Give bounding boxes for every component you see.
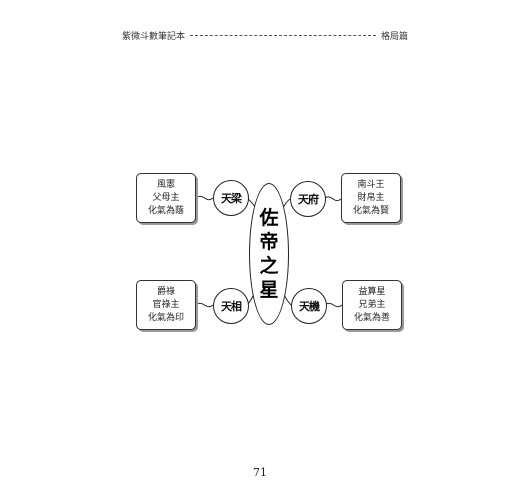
info-line: 風憲 bbox=[156, 179, 175, 190]
info-box-tianxiang: 爵祿 官祿主 化氣為印 bbox=[136, 280, 196, 330]
info-line: 化氣為善 bbox=[353, 312, 390, 323]
center-label: 佐帝之星 bbox=[259, 206, 278, 302]
info-line: 兄弟主 bbox=[358, 299, 386, 310]
center-label-char: 之 bbox=[259, 255, 279, 277]
center-label-char: 星 bbox=[259, 279, 279, 301]
connector-tianfu-box bbox=[323, 196, 342, 202]
info-line: 父母主 bbox=[152, 192, 180, 203]
connector-box-tiansliang bbox=[195, 195, 214, 201]
star-node-tianji: 天機 bbox=[291, 288, 327, 324]
info-box-tianfu: 南斗王 財帛主 化氣為賢 bbox=[341, 173, 401, 223]
star-node-tianxiang: 天相 bbox=[213, 288, 249, 324]
star-node-tiansliang: 天梁 bbox=[213, 180, 249, 216]
center-label-char: 佐 bbox=[259, 207, 279, 229]
info-line: 化氣為蔭 bbox=[147, 205, 184, 216]
info-line: 財帛主 bbox=[357, 192, 385, 203]
header-rule bbox=[190, 34, 376, 36]
info-line: 化氣為賢 bbox=[352, 205, 389, 216]
page-number: 71 bbox=[253, 466, 267, 479]
connector-box-tianxiang bbox=[195, 302, 214, 308]
info-box-tianji: 益算星 兄弟主 化氣為善 bbox=[342, 280, 402, 330]
star-node-tianfu: 天府 bbox=[290, 181, 326, 217]
info-line: 益算星 bbox=[358, 286, 386, 297]
section-title: 格局篇 bbox=[380, 31, 408, 42]
connector-tianji-box bbox=[324, 302, 343, 308]
info-line: 爵祿 bbox=[156, 286, 175, 297]
info-line: 南斗王 bbox=[357, 179, 385, 190]
info-line: 化氣為印 bbox=[147, 312, 184, 323]
center-label-char: 帝 bbox=[259, 231, 279, 253]
center-ellipse: 佐帝之星 bbox=[249, 183, 289, 325]
running-header: 紫微斗數筆記本 格局篇 bbox=[122, 27, 408, 43]
book-title: 紫微斗數筆記本 bbox=[122, 31, 186, 42]
info-box-tiansliang: 風憲 父母主 化氣為蔭 bbox=[136, 173, 196, 223]
info-line: 官祿主 bbox=[152, 299, 180, 310]
